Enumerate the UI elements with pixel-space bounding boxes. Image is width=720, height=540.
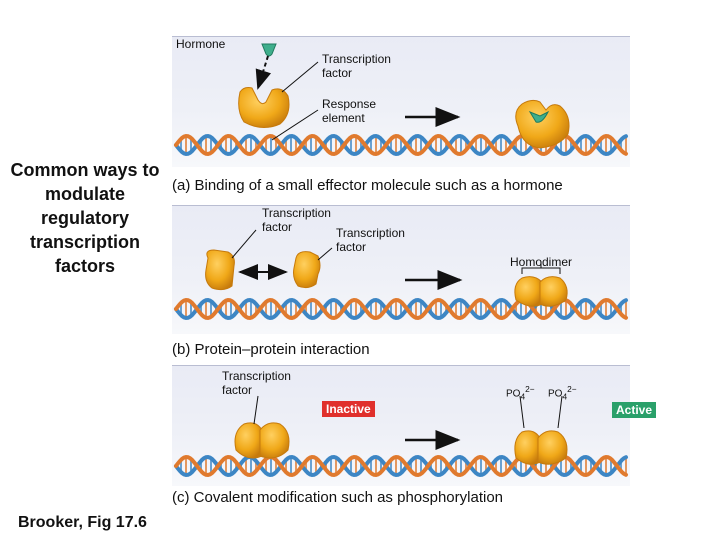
tf-monomer-left	[205, 249, 235, 291]
tf-pointer-c	[253, 395, 259, 425]
phosphate-label-right: PO42−	[548, 382, 577, 403]
tf-label-c: Transcription factor	[222, 369, 291, 397]
transcription-factor-bound	[515, 99, 570, 149]
response-element-pointer	[271, 109, 319, 141]
transcription-factor-unbound	[238, 87, 290, 128]
phosphate-pointer-left	[519, 395, 525, 429]
homodimer-label: Homodimer	[510, 255, 573, 269]
tf-pointer-b2	[317, 247, 333, 261]
phosphate-text: PO	[506, 388, 521, 400]
tf-monomer-right	[293, 251, 321, 289]
caption-c: (c) Covalent modification such as phosph…	[172, 489, 504, 506]
phosphate-subscript: 4	[520, 391, 526, 402]
hormone-dashed-arrow	[255, 55, 272, 90]
phosphate-subscript: 4	[562, 391, 568, 402]
phosphate-superscript: 2−	[525, 384, 535, 394]
tf-pointer-a	[281, 61, 319, 93]
dna-helix-b	[174, 298, 628, 320]
inactive-dimer	[234, 422, 290, 459]
homodimer-bracket	[521, 262, 561, 274]
phosphate-pointer-right	[557, 395, 563, 429]
dna-backbone-strand	[174, 455, 628, 477]
active-dimer	[514, 430, 568, 465]
side-title: Common ways to modulate regulatory trans…	[10, 160, 160, 276]
response-element-label: Response element	[322, 97, 377, 125]
hormone-label: Hormone	[176, 37, 226, 51]
tf-label-a: Transcription factor	[322, 52, 391, 80]
caption-b: (b) Protein–protein interaction	[172, 341, 370, 358]
phosphate-text: PO	[548, 388, 563, 400]
tf-pointer-b1	[231, 229, 257, 259]
hormone-icon	[261, 43, 277, 57]
active-badge: Active	[612, 402, 657, 418]
figure-credit: Brooker, Fig 17.6	[18, 514, 147, 531]
tf-label-b1: Transcription factor	[262, 206, 331, 234]
dna-backbone-strand	[174, 298, 628, 320]
inactive-badge: Inactive	[322, 401, 375, 417]
caption-a: (a) Binding of a small effector molecule…	[172, 177, 563, 194]
homodimer-protein	[514, 276, 568, 307]
dna-backbone-strand	[174, 134, 628, 156]
phosphate-label-left: PO42−	[506, 382, 535, 403]
tf-label-b2: Transcription factor	[336, 226, 405, 254]
phosphate-superscript: 2−	[567, 384, 577, 394]
